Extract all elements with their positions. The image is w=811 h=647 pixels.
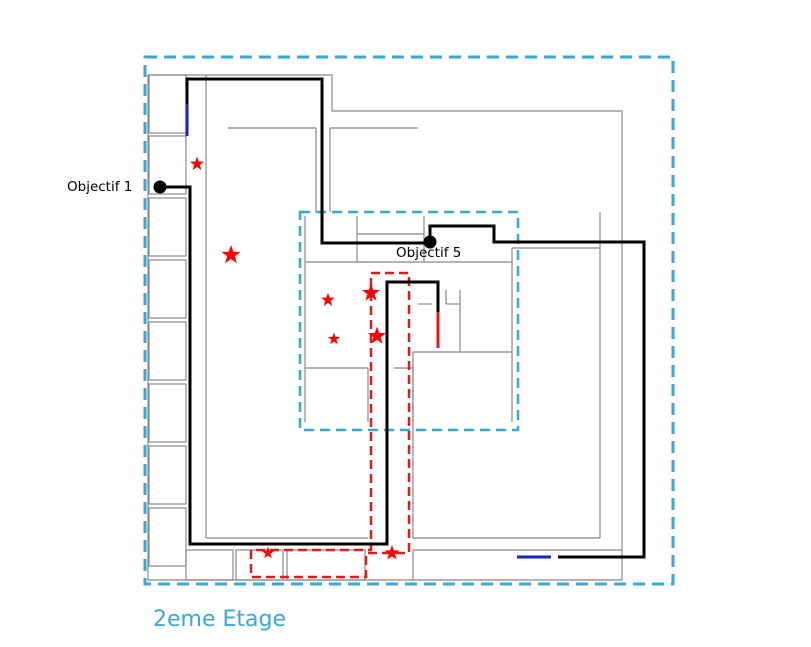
star-icon	[367, 326, 387, 344]
interior-walls	[205, 75, 601, 539]
room-left-6	[148, 383, 187, 443]
star-icon	[327, 332, 341, 345]
star-icon	[189, 156, 205, 171]
building-outline	[147, 74, 623, 581]
star-icon	[261, 546, 275, 559]
floor-label: 2eme Etage	[153, 607, 286, 632]
objective-1-label: Objectif 1	[67, 179, 132, 195]
room-bottom-3	[286, 549, 366, 581]
inner-zone-outline	[298, 210, 520, 432]
room-left-1	[148, 74, 187, 134]
hazard-stars	[189, 156, 400, 560]
room-left-2	[148, 135, 187, 195]
outer-zone-outline	[143, 55, 675, 586]
star-icon	[384, 545, 400, 560]
star-icon	[361, 283, 381, 301]
evacuation-route	[160, 185, 440, 546]
room-left-3	[148, 197, 187, 257]
room-left-4	[148, 259, 187, 319]
room-bottom-1	[185, 549, 234, 581]
star-icon	[221, 245, 241, 264]
evacuation-route	[185, 77, 646, 559]
objective-5-label: Objectif 5	[396, 245, 461, 261]
room-left-7	[148, 445, 187, 505]
danger-zone-outline	[249, 271, 411, 579]
objective-5-point-marker-icon	[423, 235, 437, 249]
objective-1-point-marker-icon	[153, 180, 167, 194]
left-rooms	[148, 74, 187, 567]
room-bottom-2	[235, 549, 284, 581]
room-left-8	[148, 507, 187, 567]
star-icon	[321, 292, 335, 306]
room-left-5	[148, 321, 187, 381]
